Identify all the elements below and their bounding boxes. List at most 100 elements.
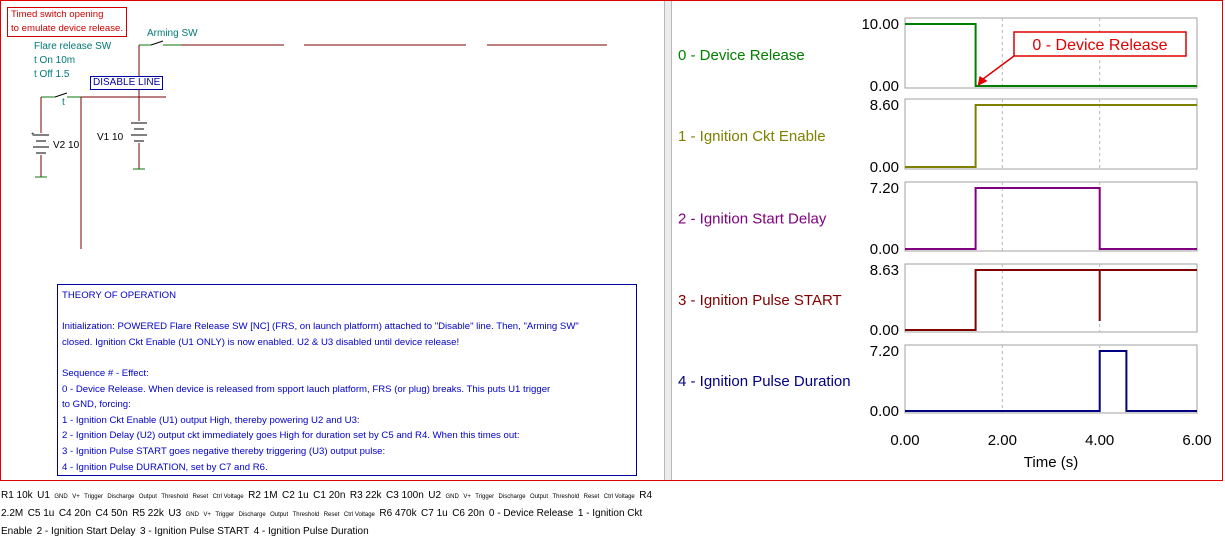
y-tick-label: 0.00 [870, 159, 899, 176]
flare-switch-label: Flare release SW [34, 41, 112, 52]
theory-line: THEORY OF OPERATION [62, 290, 177, 301]
y-tick-label: 10.00 [861, 16, 899, 33]
r3-label: R3 22k [349, 490, 382, 501]
series-trace [905, 23, 1197, 87]
v1-label: V1 10 [97, 132, 124, 143]
flare-switch-ton: t On 10m [34, 55, 75, 66]
capacitor-c4-coupling[interactable]: C4 50n [96, 503, 133, 520]
series-label: 0 - Device Release [678, 47, 805, 64]
theory-of-operation-box: THEORY OF OPERATION Initialization: POWE… [57, 284, 637, 476]
capacitor-c1[interactable]: C1 20n [313, 485, 350, 502]
probe-4-label: 4 - Ignition Pulse Duration [253, 526, 369, 537]
pin-output: Output [138, 494, 157, 500]
theory-line: closed. Ignition Ckt Enable (U1 ONLY) is… [62, 336, 460, 348]
capacitor-c3[interactable]: C3 100n [386, 485, 428, 502]
resistor-r2[interactable]: R2 1M [248, 485, 282, 502]
resistor-r1[interactable]: R1 10k [1, 485, 37, 502]
y-tick-label: 7.20 [870, 180, 899, 197]
c3-label: C3 100n [386, 490, 424, 501]
probe-4[interactable]: 4 - Ignition Pulse Duration [254, 521, 369, 538]
c1-label: C1 20n [313, 490, 346, 501]
timed-switch-note: Timed switch opening to emulate device r… [7, 7, 127, 37]
resistor-r3[interactable]: R3 22k [350, 485, 386, 502]
pin-vplus: V+ [463, 494, 471, 500]
pin-vplus: V+ [72, 494, 80, 500]
arming-switch[interactable]: Arming SW [139, 28, 198, 46]
x-axis-label: Time (s) [1024, 454, 1078, 471]
c7-label: C7 1u [421, 508, 448, 519]
pin-reset: Reset [583, 494, 600, 500]
pin-ctrl: Ctrl Voltage [343, 512, 375, 518]
resistor-r5[interactable]: R5 22k [132, 503, 168, 520]
capacitor-c2[interactable]: C2 1u [282, 485, 313, 502]
probe-0[interactable]: 0 - Device Release [489, 503, 578, 520]
waveform-chart: 10.00 0.00 0 - Device Release 8.60 0.00 1 - I… [678, 16, 1212, 471]
flare-switch-t: t [62, 97, 65, 108]
u3-label: U3 [168, 508, 182, 519]
pin-trigger: Trigger [215, 512, 235, 518]
probe-3[interactable]: 3 - Ignition Pulse START [140, 521, 254, 538]
pin-output: Output [270, 512, 289, 518]
panel-frame [904, 17, 1198, 89]
c5-label: C5 1u [27, 508, 55, 519]
theory-line: 0 - Device Release. When device is relea… [62, 383, 551, 395]
u2-label: U2 [428, 490, 442, 501]
r5-label: R5 22k [132, 508, 164, 519]
panel-frame [904, 344, 1198, 414]
flare-switch-toff: t Off 1.5 [34, 69, 70, 80]
theory-line: 2 - Ignition Delay (U2) output ckt immed… [62, 430, 520, 442]
window-frame [0, 0, 1223, 481]
schematic-pane: Arming SW t Flare release SW t On 10m t … [1, 1, 663, 537]
c2-label: C2 1u [282, 490, 309, 501]
pin-ctrl: Ctrl Voltage [603, 494, 635, 500]
resistor-r6[interactable]: R6 470k [379, 503, 421, 520]
r2-label: R2 1M [248, 490, 278, 501]
series-trace [905, 269, 1197, 331]
pin-ctrl: Ctrl Voltage [212, 494, 244, 500]
battery-v2: V2 10 [33, 134, 80, 154]
series-label: 4 - Ignition Pulse Duration [678, 373, 851, 390]
pin-vplus: V+ [203, 512, 211, 518]
series-label: 3 - Ignition Pulse START [678, 292, 842, 309]
svg-text:+: + [31, 132, 35, 138]
pin-output: Output [530, 494, 549, 500]
battery-v1: V1 10 [97, 122, 147, 143]
pin-gnd: GND [185, 512, 199, 518]
x-tick-label: 0.00 [890, 432, 919, 449]
capacitor-c4-ctrl[interactable]: C4 20n [59, 503, 96, 520]
annotation-arrowhead [977, 76, 988, 86]
x-tick-label: 4.00 [1085, 432, 1114, 449]
theory-line [62, 304, 632, 320]
theory-line: Sequence # - Effect: [62, 367, 149, 379]
pin-discharge: Discharge [107, 494, 135, 500]
r1-label: R1 10k [1, 490, 33, 501]
pin-reset: Reset [192, 494, 209, 500]
series-trace [905, 104, 1197, 168]
series-label: 1 - Ignition Ckt Enable [678, 128, 826, 145]
series-trace [905, 350, 1197, 412]
ic-u3[interactable]: U3 GND V+ Trigger Discharge Output Thres… [168, 503, 379, 520]
x-tick-label: 6.00 [1182, 432, 1211, 449]
theory-line: Initialization: POWERED Flare Release SW… [62, 321, 579, 333]
ic-u2[interactable]: U2 GND V+ Trigger Discharge Output Thres… [428, 485, 639, 502]
y-tick-label: 0.00 [870, 403, 899, 420]
capacitor-c5[interactable]: C5 1u [28, 503, 59, 520]
y-tick-label: 7.20 [870, 343, 899, 360]
y-tick-label: 8.60 [870, 97, 899, 114]
capacitor-c7[interactable]: C7 1u [421, 503, 452, 520]
y-tick-label: 8.63 [870, 262, 899, 279]
pane-splitter[interactable] [664, 1, 672, 480]
flare-release-switch[interactable]: t [41, 92, 81, 108]
probe-2-label: 2 - Ignition Start Delay [36, 526, 136, 537]
y-tick-label: 0.00 [870, 78, 899, 95]
ic-u1[interactable]: U1 GND V+ Trigger Discharge Output Thres… [37, 485, 248, 502]
c4-ctrl-label: C4 20n [58, 508, 92, 519]
probe-2[interactable]: 2 - Ignition Start Delay [37, 521, 140, 538]
v2-label: V2 10 [53, 140, 80, 151]
r6-label: R6 470k [379, 508, 417, 519]
note-line: to emulate device release. [11, 23, 123, 34]
pin-reset: Reset [323, 512, 340, 518]
theory-line: 3 - Ignition Pulse START goes negative t… [62, 445, 386, 457]
capacitor-c6[interactable]: C6 20n [452, 503, 489, 520]
theory-line: 4 - Ignition Pulse DURATION, set by C7 a… [62, 461, 268, 473]
